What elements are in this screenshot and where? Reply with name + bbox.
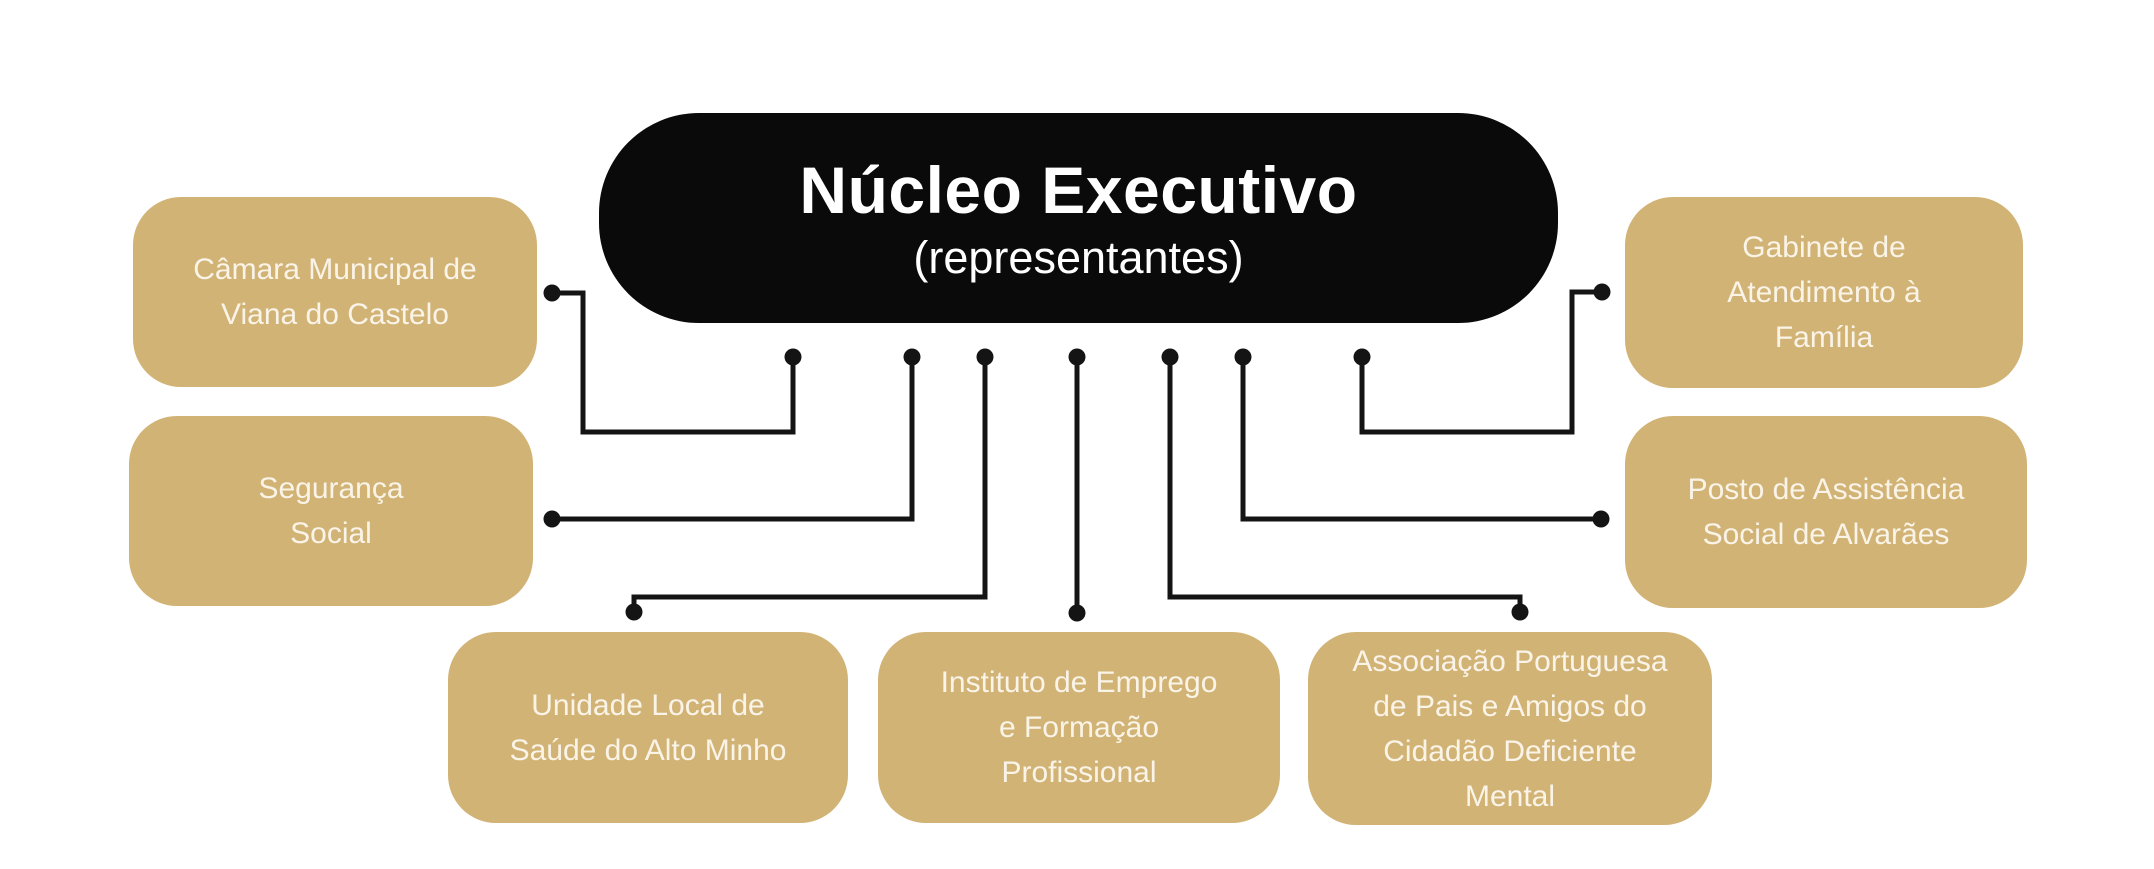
endpoint-dot (543, 284, 561, 302)
node-associacao-portuguesa: Associação Portuguesa de Pais e Amigos d… (1308, 632, 1712, 825)
connector-instituto (1068, 348, 1086, 622)
node-label: Posto de Assistência Social de Alvarães (1687, 473, 1965, 551)
node-camara-municipal: Câmara Municipal de Viana do Castelo (133, 197, 537, 387)
connector-unidade (625, 348, 994, 621)
endpoint-dot (1068, 604, 1086, 622)
hub-nucleo-executivo: Núcleo Executivo (representantes) (599, 113, 1558, 323)
hub-subtitle: (representantes) (913, 232, 1244, 284)
endpoint-dot (1234, 348, 1252, 366)
endpoint-dot (903, 348, 921, 366)
endpoint-dot (1161, 348, 1179, 366)
node-posto-assistencia: Posto de Assistência Social de Alvarães (1625, 416, 2027, 608)
connector-associacao (1161, 348, 1529, 621)
endpoint-dot (1511, 603, 1529, 621)
node-label: Associação Portuguesa de Pais e Amigos d… (1352, 644, 1668, 813)
endpoint-dot (1593, 283, 1611, 301)
node-label: Câmara Municipal de Viana do Castelo (193, 253, 477, 331)
endpoint-dot (784, 348, 802, 366)
node-label: Gabinete de Atendimento à Família (1727, 231, 1921, 354)
endpoint-dot (1592, 510, 1610, 528)
node-label: Segurança Social (258, 472, 404, 550)
node-gabinete-atendimento: Gabinete de Atendimento à Família (1625, 197, 2023, 388)
endpoint-dot (1068, 348, 1086, 366)
hub-title: Núcleo Executivo (799, 152, 1358, 227)
endpoint-dot (976, 348, 994, 366)
node-label: Unidade Local de Saúde do Alto Minho (509, 688, 787, 767)
connector-posto (1234, 348, 1610, 528)
connector-seguranca (543, 348, 921, 528)
endpoint-dot (1353, 348, 1371, 366)
endpoint-dot (625, 603, 643, 621)
node-seguranca-social: Segurança Social (129, 416, 533, 606)
node-unidade-local-saude: Unidade Local de Saúde do Alto Minho (448, 632, 848, 823)
node-instituto-emprego: Instituto de Emprego e Formação Profissi… (878, 632, 1280, 823)
endpoint-dot (543, 510, 561, 528)
node-label: Instituto de Emprego e Formação Profissi… (940, 666, 1218, 789)
